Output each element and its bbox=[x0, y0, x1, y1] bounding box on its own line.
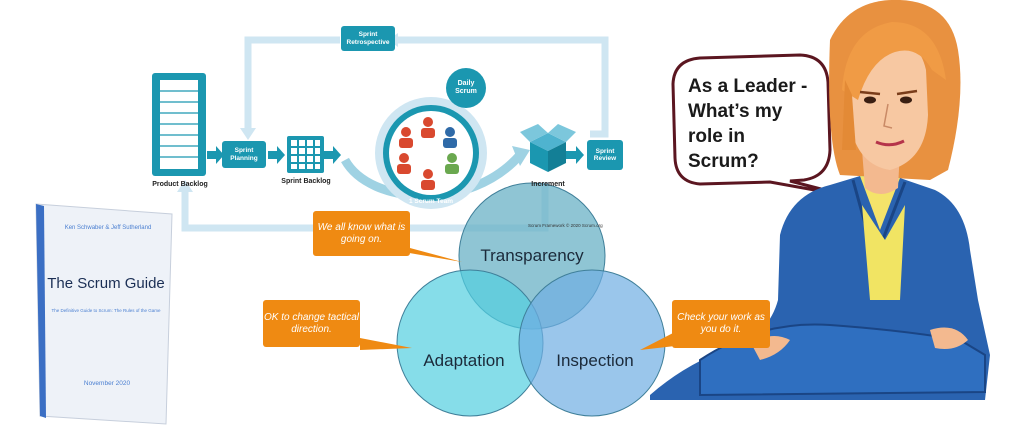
speech-line-1: As a Leader - bbox=[688, 76, 808, 97]
guide-date: November 2020 bbox=[83, 380, 131, 387]
callout-transparency: We all know what is going on. bbox=[313, 211, 410, 256]
speech-line-3: role in bbox=[688, 126, 746, 147]
venn-label-transparency: Transparency bbox=[480, 246, 584, 265]
callout-inspection: Check your work as you do it. bbox=[672, 300, 770, 348]
loop-arrowhead bbox=[240, 128, 256, 140]
product-backlog-icon bbox=[152, 73, 206, 176]
scrum-guide-book bbox=[35, 203, 173, 425]
guide-subtitle: The Definitive Guide to Scrum: The Rules… bbox=[51, 308, 161, 313]
daily-scrum-circle bbox=[446, 68, 486, 108]
sprint-backlog-label: Sprint Backlog bbox=[281, 178, 331, 185]
speech-bubble bbox=[671, 53, 849, 198]
sprint-review-box: Sprint Review bbox=[587, 140, 623, 170]
framework-credit: Scrum Framework © 2020 Scrum.org bbox=[528, 223, 603, 228]
venn-circle-inspection bbox=[518, 269, 666, 417]
sprint-backlog-icon bbox=[287, 136, 324, 173]
guide-authors: Ken Schwaber & Jeff Sutherland bbox=[64, 225, 152, 231]
sprint-planning-box: Sprint Planning bbox=[222, 141, 266, 168]
increment-icon bbox=[520, 124, 576, 172]
swoosh-arrowhead bbox=[512, 146, 530, 166]
speech-text: As a Leader - What’s my role in Scrum? bbox=[688, 74, 828, 174]
loop-arrowhead-2 bbox=[177, 180, 193, 192]
venn-diagram bbox=[396, 182, 666, 417]
venn-label-adaptation: Adaptation bbox=[423, 351, 505, 370]
callout-adaptation: OK to change tactical direction. bbox=[263, 300, 360, 347]
speech-line-4: Scrum? bbox=[688, 151, 759, 172]
team-members-icon bbox=[397, 117, 459, 190]
scrum-team-label: 1 Scrum Team bbox=[409, 198, 453, 205]
speech-line-2: What’s my bbox=[688, 101, 783, 122]
venn-label-inspection: Inspection bbox=[556, 351, 634, 370]
leader-illustration bbox=[650, 0, 990, 400]
flow-arrows bbox=[207, 146, 584, 164]
product-backlog-label: Product Backlog bbox=[152, 181, 208, 188]
guide-title: The Scrum Guide bbox=[47, 275, 165, 292]
sprint-retrospective-box: Sprint Retrospective bbox=[341, 26, 395, 51]
daily-scrum-label: Daily Scrum bbox=[455, 80, 477, 95]
increment-label: Increment bbox=[531, 181, 565, 188]
callout-pointer-adaptation bbox=[360, 338, 412, 350]
callout-pointer-inspection bbox=[640, 332, 675, 350]
